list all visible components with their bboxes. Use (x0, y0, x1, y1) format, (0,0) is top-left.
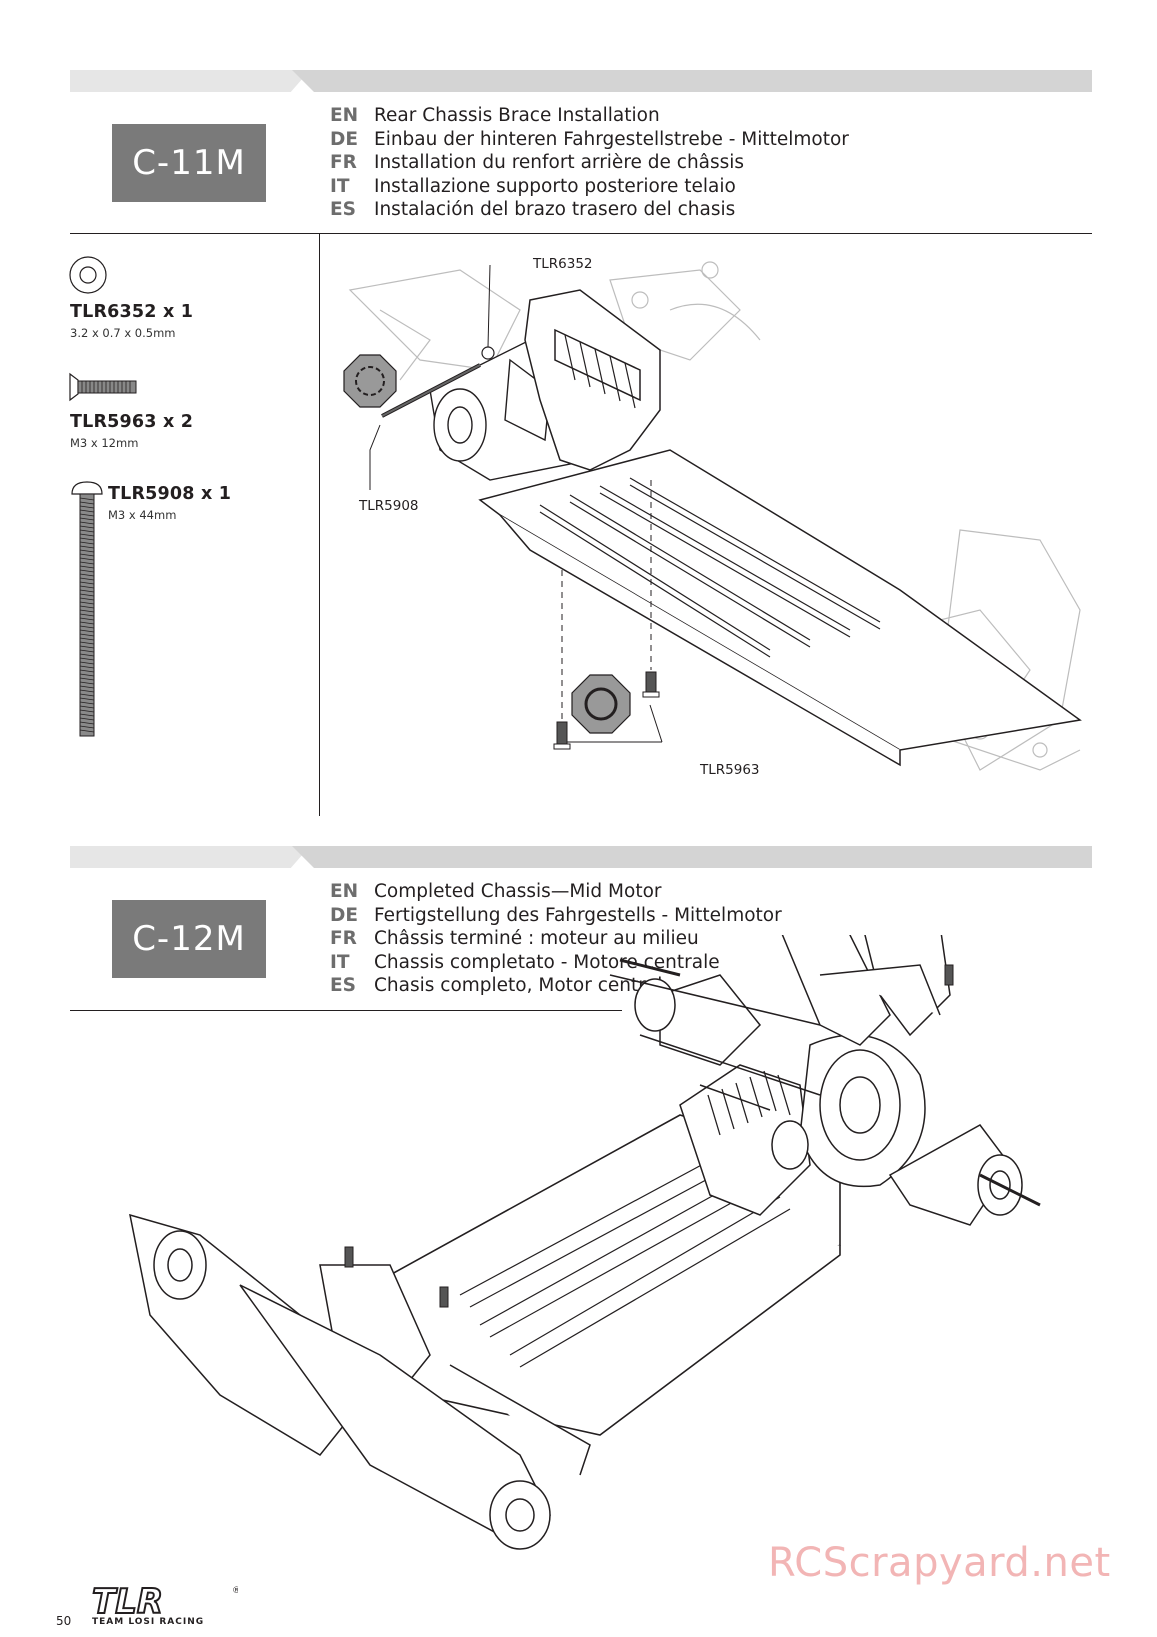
button-head-screw-icon (71, 481, 103, 737)
tighten-tool-icon (343, 354, 397, 408)
tlr-logo: TLR ® (91, 1583, 238, 1617)
watermark: RCScrapyard.net (768, 1540, 1111, 1586)
flat-head-screw-icon (69, 372, 137, 402)
divider-line (70, 1010, 622, 1011)
rear-chassis-brace-illustration (343, 261, 1082, 771)
section-header-bar (70, 846, 1092, 868)
svg-text:TLR: TLR (92, 1583, 163, 1617)
part-name: TLR5963 x 2 (70, 412, 194, 432)
callout-label: TLR6352 (533, 256, 593, 272)
part-name: TLR5908 x 1 (108, 484, 232, 504)
callout-label: TLR5963 (700, 762, 760, 778)
step-number: C-11M (132, 143, 246, 183)
step-number-box: C-12M (112, 900, 266, 978)
page-number: 50 (56, 1614, 72, 1628)
svg-text:®: ® (232, 1586, 238, 1596)
step-number: C-12M (132, 919, 246, 959)
part-size: M3 x 12mm (70, 436, 139, 450)
section-header-bar (70, 70, 1092, 92)
step-number-box: C-11M (112, 124, 266, 202)
part-size: 3.2 x 0.7 x 0.5mm (70, 326, 176, 340)
parts-column-divider (319, 233, 320, 816)
brand-name: TEAM LOSI RACING (92, 1617, 205, 1627)
completed-chassis-illustration (129, 935, 1041, 1550)
part-name: TLR6352 x 1 (70, 302, 194, 322)
divider-line (70, 233, 1092, 234)
part-size: M3 x 44mm (108, 508, 177, 522)
washer-icon (69, 256, 107, 294)
callout-label: TLR5908 (359, 498, 419, 514)
